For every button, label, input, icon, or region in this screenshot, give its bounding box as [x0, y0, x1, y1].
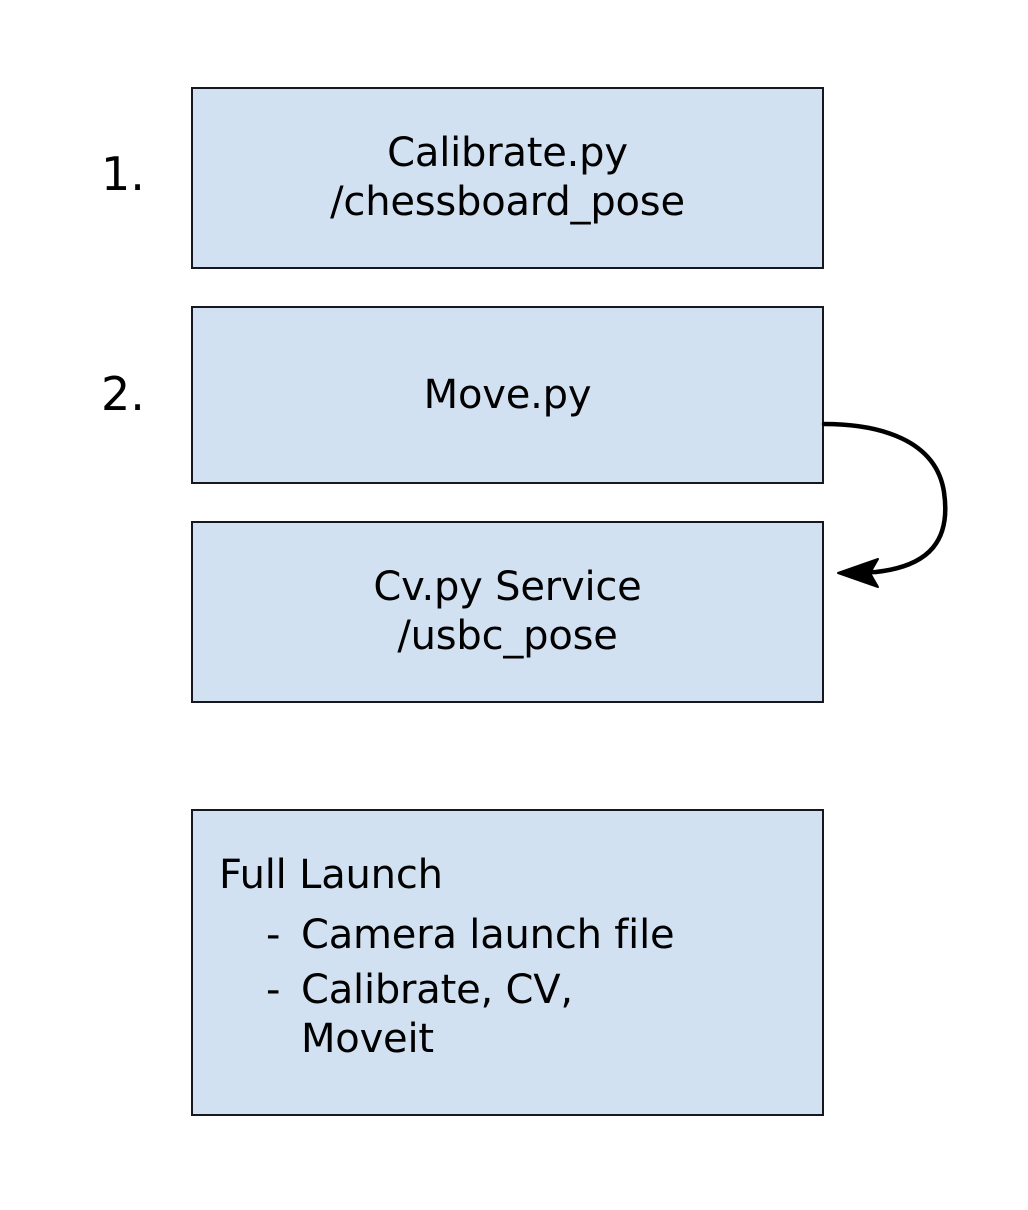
list-item: - Calibrate, CV, Moveit: [219, 966, 674, 1064]
node-cv-line-1: Cv.py Service: [373, 564, 642, 611]
node-calibrate-line-2: /chessboard_pose: [330, 179, 685, 225]
bullet-dash-icon: -: [266, 966, 281, 1013]
full-launch-list: - Camera launch file - Calibrate, CV, Mo…: [219, 911, 675, 1064]
full-launch-title: Full Launch: [219, 852, 443, 898]
node-full-launch[interactable]: Full Launch - Camera launch file - Calib…: [191, 809, 824, 1116]
node-cv-py-service[interactable]: Cv.py Service /usbc_pose: [191, 521, 824, 703]
step-number-2: 2.: [101, 367, 145, 421]
list-item: - Camera launch file: [219, 911, 675, 960]
node-calibrate-py[interactable]: Calibrate.py /chessboard_pose: [191, 87, 824, 269]
move-to-cv-arrow-path: [821, 421, 948, 576]
move-to-cv-arrowhead-icon: [837, 558, 879, 588]
node-move-line-1: Move.py: [423, 371, 592, 418]
step-number-1: 1.: [101, 147, 145, 201]
node-cv-line-2: /usbc_pose: [397, 613, 618, 659]
node-move-py[interactable]: Move.py: [191, 306, 824, 484]
bullet-dash-icon: -: [266, 912, 281, 958]
full-launch-item-1-text: Camera launch file: [301, 912, 675, 958]
full-launch-item-2-text: Calibrate, CV, Moveit: [301, 966, 573, 1062]
node-calibrate-line-1: Calibrate.py: [387, 130, 628, 177]
move-to-cv-arrow: [821, 421, 948, 588]
